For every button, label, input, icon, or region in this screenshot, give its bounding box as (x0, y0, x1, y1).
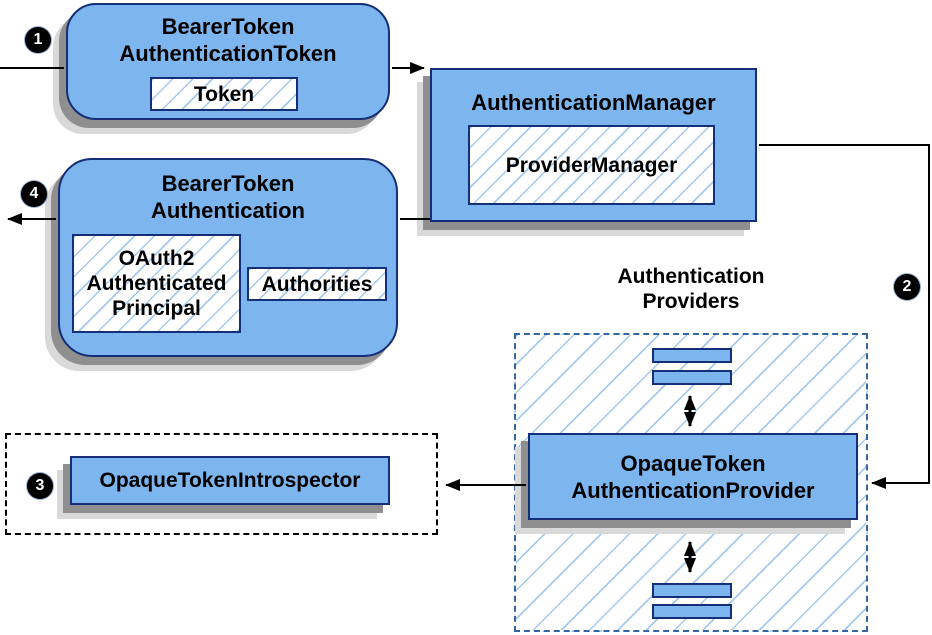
oauth2-authenticated-principal-line3: Principal (112, 297, 201, 320)
step-badge-1-number: 1 (33, 31, 43, 48)
authentication-providers-label: Authentication Providers (551, 264, 831, 314)
provider-manager-box: ProviderManager (468, 125, 715, 205)
step-badge-3-number: 3 (35, 477, 45, 494)
provider-slot-bar (652, 604, 732, 619)
introspector-group-box (5, 433, 438, 535)
node-authentication-manager-title: AuthenticationManager (471, 90, 716, 115)
step-badge-2-number: 2 (902, 278, 912, 295)
authentication-providers-label-line1: Authentication (617, 265, 765, 288)
token-label: Token (193, 82, 255, 106)
step-badge-1: 1 (25, 27, 51, 53)
opaque-token-introspector-label: OpaqueTokenIntrospector (99, 469, 361, 492)
provider-slot-bar (652, 348, 732, 363)
authorities-label: Authorities (261, 272, 373, 296)
node-opaque-token-introspector: OpaqueTokenIntrospector (70, 456, 390, 505)
oauth2-authenticated-principal-line2: Authenticated (86, 272, 227, 295)
node-bearer-token-authentication-title-line2: Authentication (151, 198, 305, 223)
step-badge-3: 3 (27, 473, 53, 499)
node-bearer-token-authentication-token: BearerToken AuthenticationToken (66, 3, 390, 120)
opaque-token-authentication-provider-line1: OpaqueToken (620, 450, 766, 476)
oauth2-authenticated-principal-line1: OAuth2 (118, 247, 195, 270)
step-badge-4: 4 (21, 181, 47, 207)
oauth2-authenticated-principal-box: OAuth2 Authenticated Principal (72, 234, 241, 333)
provider-slot-bar (652, 583, 732, 598)
provider-manager-label: ProviderManager (505, 153, 678, 177)
step-badge-2: 2 (894, 274, 920, 300)
node-bearer-token-authentication-token-title-line2: AuthenticationToken (119, 41, 337, 66)
authorities-box: Authorities (247, 267, 387, 301)
provider-slot-bar (652, 370, 732, 385)
node-opaque-token-authentication-provider: OpaqueToken AuthenticationProvider (528, 433, 858, 520)
authentication-providers-label-line2: Providers (642, 290, 740, 313)
node-bearer-token-authentication-title-line1: BearerToken (161, 171, 295, 196)
opaque-token-authentication-provider-line2: AuthenticationProvider (571, 477, 815, 503)
node-bearer-token-authentication-token-title-line1: BearerToken (161, 14, 295, 39)
step-badge-4-number: 4 (29, 185, 39, 202)
token-box: Token (150, 77, 298, 111)
